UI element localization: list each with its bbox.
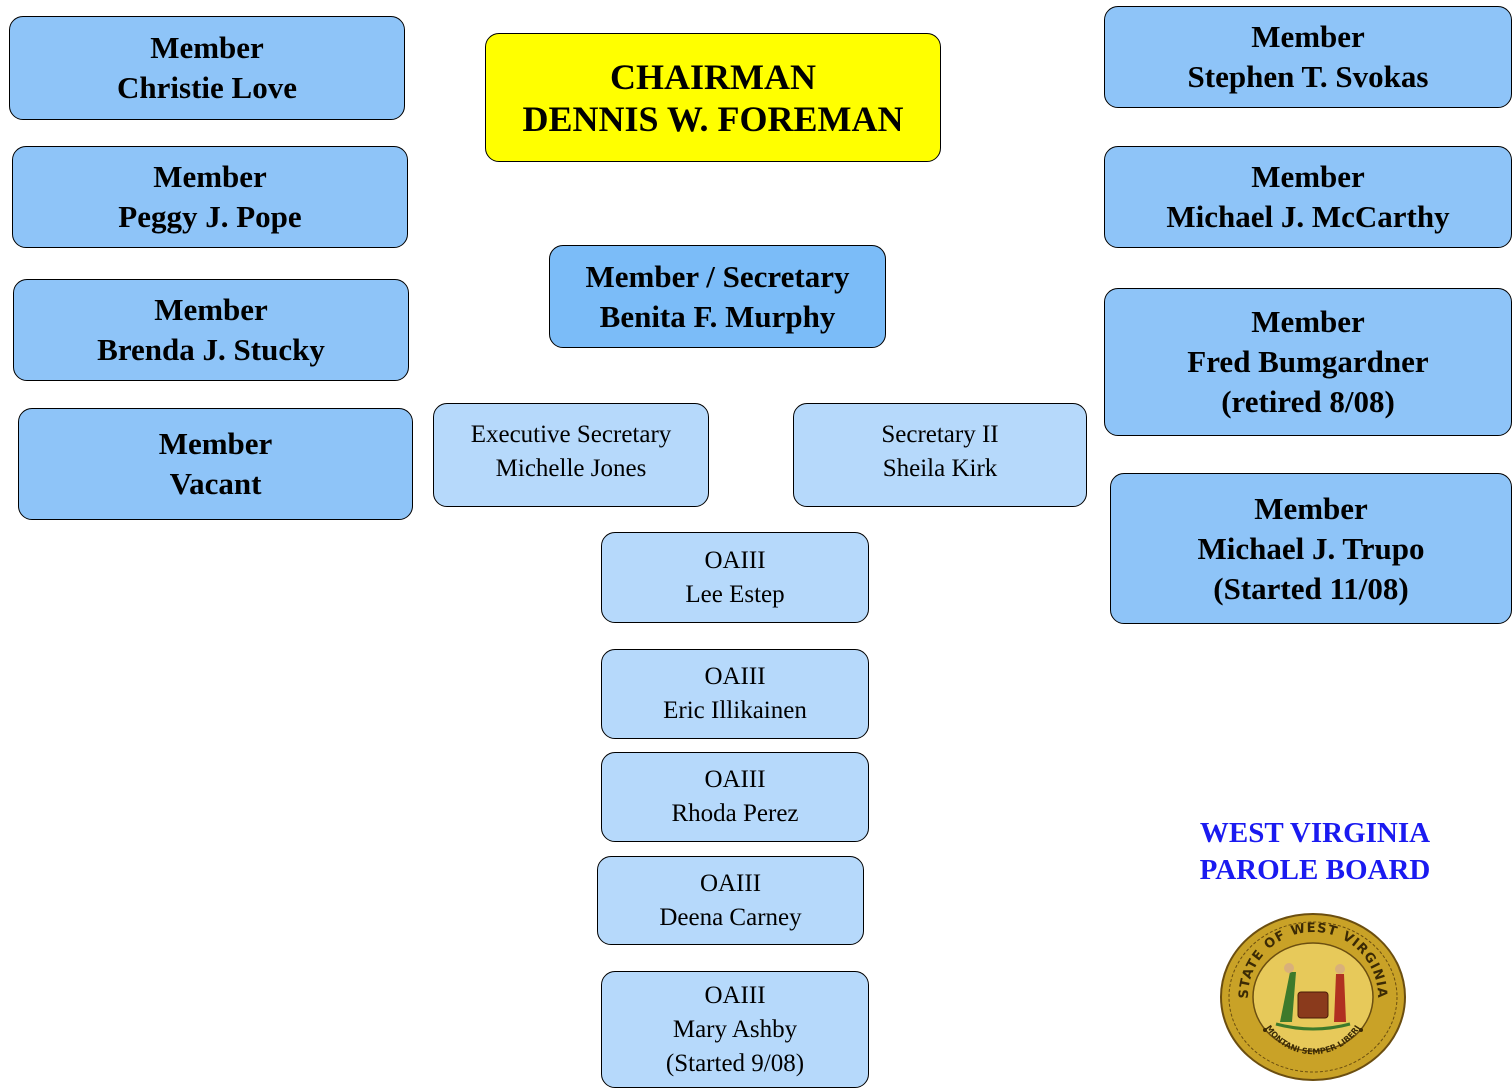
member-box-brenda-stucky: Member Brenda J. Stucky xyxy=(13,279,409,381)
member-role: Member xyxy=(1251,304,1365,339)
member-secretary-role: Member / Secretary xyxy=(585,258,850,294)
board-title-line2: PAROLE BOARD xyxy=(1199,854,1431,886)
secretary-ii-box: Secretary II Sheila Kirk xyxy=(793,403,1087,507)
chairman-box: CHAIRMAN DENNIS W. FOREMAN xyxy=(485,33,941,162)
oaiii-box-deena-carney: OAIII Deena Carney xyxy=(597,856,864,945)
oaiii-box-rhoda-perez: OAIII Rhoda Perez xyxy=(601,752,869,842)
member-name: Fred Bumgardner xyxy=(1187,344,1429,379)
staff-name: Eric Illikainen xyxy=(663,697,807,724)
member-box-stephen-svokas: Member Stephen T. Svokas xyxy=(1104,6,1512,108)
member-box-christie-love: Member Christie Love xyxy=(9,16,405,120)
member-note: (Started 11/08) xyxy=(1213,570,1409,606)
member-box-michael-trupo: Member Michael J. Trupo (Started 11/08) xyxy=(1110,473,1512,624)
state-seal-icon: STATE OF WEST VIRGINIA MONTANI SEMPER LI… xyxy=(1220,913,1406,1081)
staff-name: Michelle Jones xyxy=(495,455,647,482)
staff-role: OAIII xyxy=(704,981,766,1009)
staff-role: Executive Secretary xyxy=(470,421,672,448)
staff-name: Lee Estep xyxy=(685,580,785,608)
member-name: Vacant xyxy=(169,466,262,501)
executive-secretary-box: Executive Secretary Michelle Jones xyxy=(433,403,709,507)
member-box-fred-bumgardner: Member Fred Bumgardner (retired 8/08) xyxy=(1104,288,1512,436)
member-secretary-name: Benita F. Murphy xyxy=(599,298,836,334)
staff-role: OAIII xyxy=(704,766,766,793)
staff-name: Rhoda Perez xyxy=(671,800,799,827)
member-role: Member xyxy=(1254,490,1368,526)
member-box-vacant: Member Vacant xyxy=(18,408,413,520)
member-role: Member xyxy=(158,426,273,461)
member-secretary-box: Member / Secretary Benita F. Murphy xyxy=(549,245,886,348)
staff-name: Deena Carney xyxy=(659,903,802,931)
member-role: Member xyxy=(1251,159,1365,194)
board-title-line1: WEST VIRGINIA xyxy=(1199,817,1431,849)
member-name: Michael J. McCarthy xyxy=(1166,199,1450,234)
member-note: (retired 8/08) xyxy=(1221,384,1395,419)
staff-name: Sheila Kirk xyxy=(882,455,998,482)
staff-name: Mary Ashby xyxy=(672,1015,798,1043)
member-name: Stephen T. Svokas xyxy=(1187,59,1429,94)
oaiii-box-eric-illikainen: OAIII Eric Illikainen xyxy=(601,649,869,739)
staff-role: Secretary II xyxy=(881,421,999,448)
member-name: Michael J. Trupo xyxy=(1197,530,1425,566)
member-role: Member xyxy=(150,30,264,65)
oaiii-box-mary-ashby: OAIII Mary Ashby (Started 9/08) xyxy=(601,971,869,1088)
member-role: Member xyxy=(1251,19,1365,54)
board-title: WEST VIRGINIA PAROLE BOARD xyxy=(1130,815,1500,889)
staff-role: OAIII xyxy=(699,869,762,897)
chairman-name: DENNIS W. FOREMAN xyxy=(522,98,904,139)
member-name: Christie Love xyxy=(117,70,297,105)
staff-note: (Started 9/08) xyxy=(665,1049,805,1077)
member-name: Brenda J. Stucky xyxy=(97,332,325,367)
member-role: Member xyxy=(153,159,267,194)
member-box-michael-mccarthy: Member Michael J. McCarthy xyxy=(1104,146,1512,248)
oaiii-box-lee-estep: OAIII Lee Estep xyxy=(601,532,869,623)
member-name: Peggy J. Pope xyxy=(118,199,302,234)
staff-role: OAIII xyxy=(704,546,766,574)
staff-role: OAIII xyxy=(704,663,766,690)
member-box-peggy-pope: Member Peggy J. Pope xyxy=(12,146,408,248)
chairman-title: CHAIRMAN xyxy=(610,56,816,97)
member-role: Member xyxy=(154,292,268,327)
